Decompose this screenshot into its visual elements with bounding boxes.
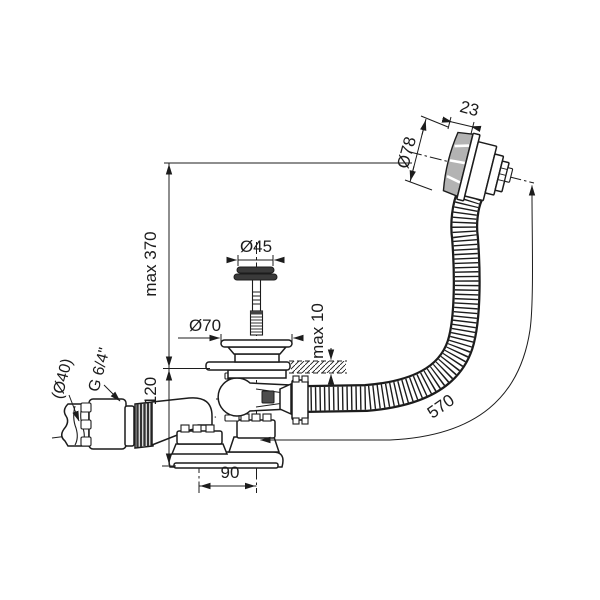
ball-joint-body	[217, 372, 309, 425]
dim-120: 120	[141, 369, 176, 467]
dim-23: 23	[441, 97, 482, 135]
dim-label-g64: G 6/4"	[86, 346, 114, 394]
nut-tooth	[251, 413, 261, 422]
stem-thread-ticks	[253, 291, 260, 305]
sleeve-thread-ticks	[251, 316, 262, 333]
ball-housing	[217, 377, 291, 417]
hose-cone-fitting	[279, 382, 292, 416]
label-outlet-thread: G 6/4"	[86, 346, 121, 402]
ball-joint-seal	[261, 390, 275, 404]
nut-tooth	[292, 417, 300, 425]
dim-label-max-10: max 10	[308, 303, 327, 359]
outlet-union-nut	[88, 398, 127, 450]
hose-union-nut	[291, 379, 309, 421]
knob-cap-facets	[446, 144, 470, 184]
nut-tooth	[262, 413, 272, 422]
dim-max-370: max 370	[141, 162, 412, 369]
nut-tooth	[192, 424, 202, 433]
dim-label-40: (Ø40)	[49, 357, 76, 401]
plug-cap-base	[233, 273, 278, 281]
overflow-stub	[504, 167, 514, 183]
dim-90: 90	[199, 463, 257, 490]
nut-tooth	[301, 375, 309, 383]
dim-label-70: Ø70	[189, 316, 221, 335]
dim-label-78: Ø78	[393, 135, 420, 171]
outlet-washer	[124, 405, 135, 447]
nut-tooth	[292, 375, 300, 383]
dim-label-90: 90	[221, 463, 240, 482]
waste-flange	[205, 339, 293, 379]
center-foot-nut	[236, 419, 276, 439]
left-foot-skirt	[170, 443, 229, 455]
overflow-knob	[442, 131, 514, 202]
flange-top-disc	[220, 339, 293, 348]
dim-label-max-370: max 370	[141, 231, 160, 296]
flange-neck	[227, 369, 287, 379]
flange-lower-plate	[205, 361, 291, 371]
dim-70: Ø70	[178, 316, 304, 344]
dim-45: Ø45	[226, 237, 285, 266]
nut-tooth	[301, 417, 309, 425]
nut-tooth	[80, 402, 92, 413]
nut-tooth	[80, 419, 92, 430]
hose-ribs	[305, 190, 481, 411]
drain-plug-assembly	[233, 266, 278, 336]
nut-tooth	[205, 424, 215, 433]
nut-tooth	[180, 424, 190, 433]
plug-stem	[251, 278, 262, 312]
dim-label-45: Ø45	[240, 237, 272, 256]
dim-label-23: 23	[458, 97, 481, 120]
plug-cap-top	[236, 266, 275, 274]
nut-tooth	[80, 436, 92, 447]
dim-max-10: max 10	[308, 303, 335, 386]
flange-taper	[226, 346, 288, 355]
center-foot-skirt	[227, 436, 281, 453]
outlet-elbow-pipe	[151, 397, 213, 447]
outlet-assembly	[61, 397, 213, 450]
dim-label-120: 120	[141, 377, 160, 405]
siphon-base	[168, 413, 284, 469]
tub-floor-hatch	[291, 361, 346, 373]
left-foot-nut	[176, 430, 223, 445]
tub-floor-section	[289, 360, 347, 374]
corrugated-hose	[305, 189, 484, 413]
adjuster-sleeve-cap	[250, 311, 263, 315]
flange-throat	[234, 353, 280, 363]
dim-78: Ø78	[393, 115, 449, 191]
knob-cap	[442, 131, 474, 198]
overflow-thread-ticks	[498, 167, 508, 182]
